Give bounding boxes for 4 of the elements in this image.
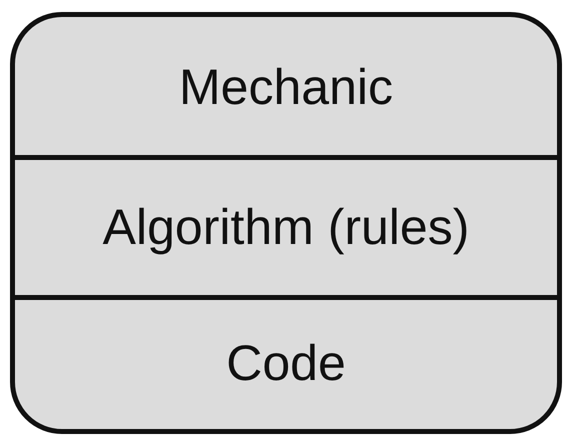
compartment-text: Algorithm (rules) (102, 200, 470, 254)
class-name: Mechanic (179, 60, 393, 114)
compartment-text: Code (226, 336, 346, 390)
class-box (10, 12, 562, 434)
